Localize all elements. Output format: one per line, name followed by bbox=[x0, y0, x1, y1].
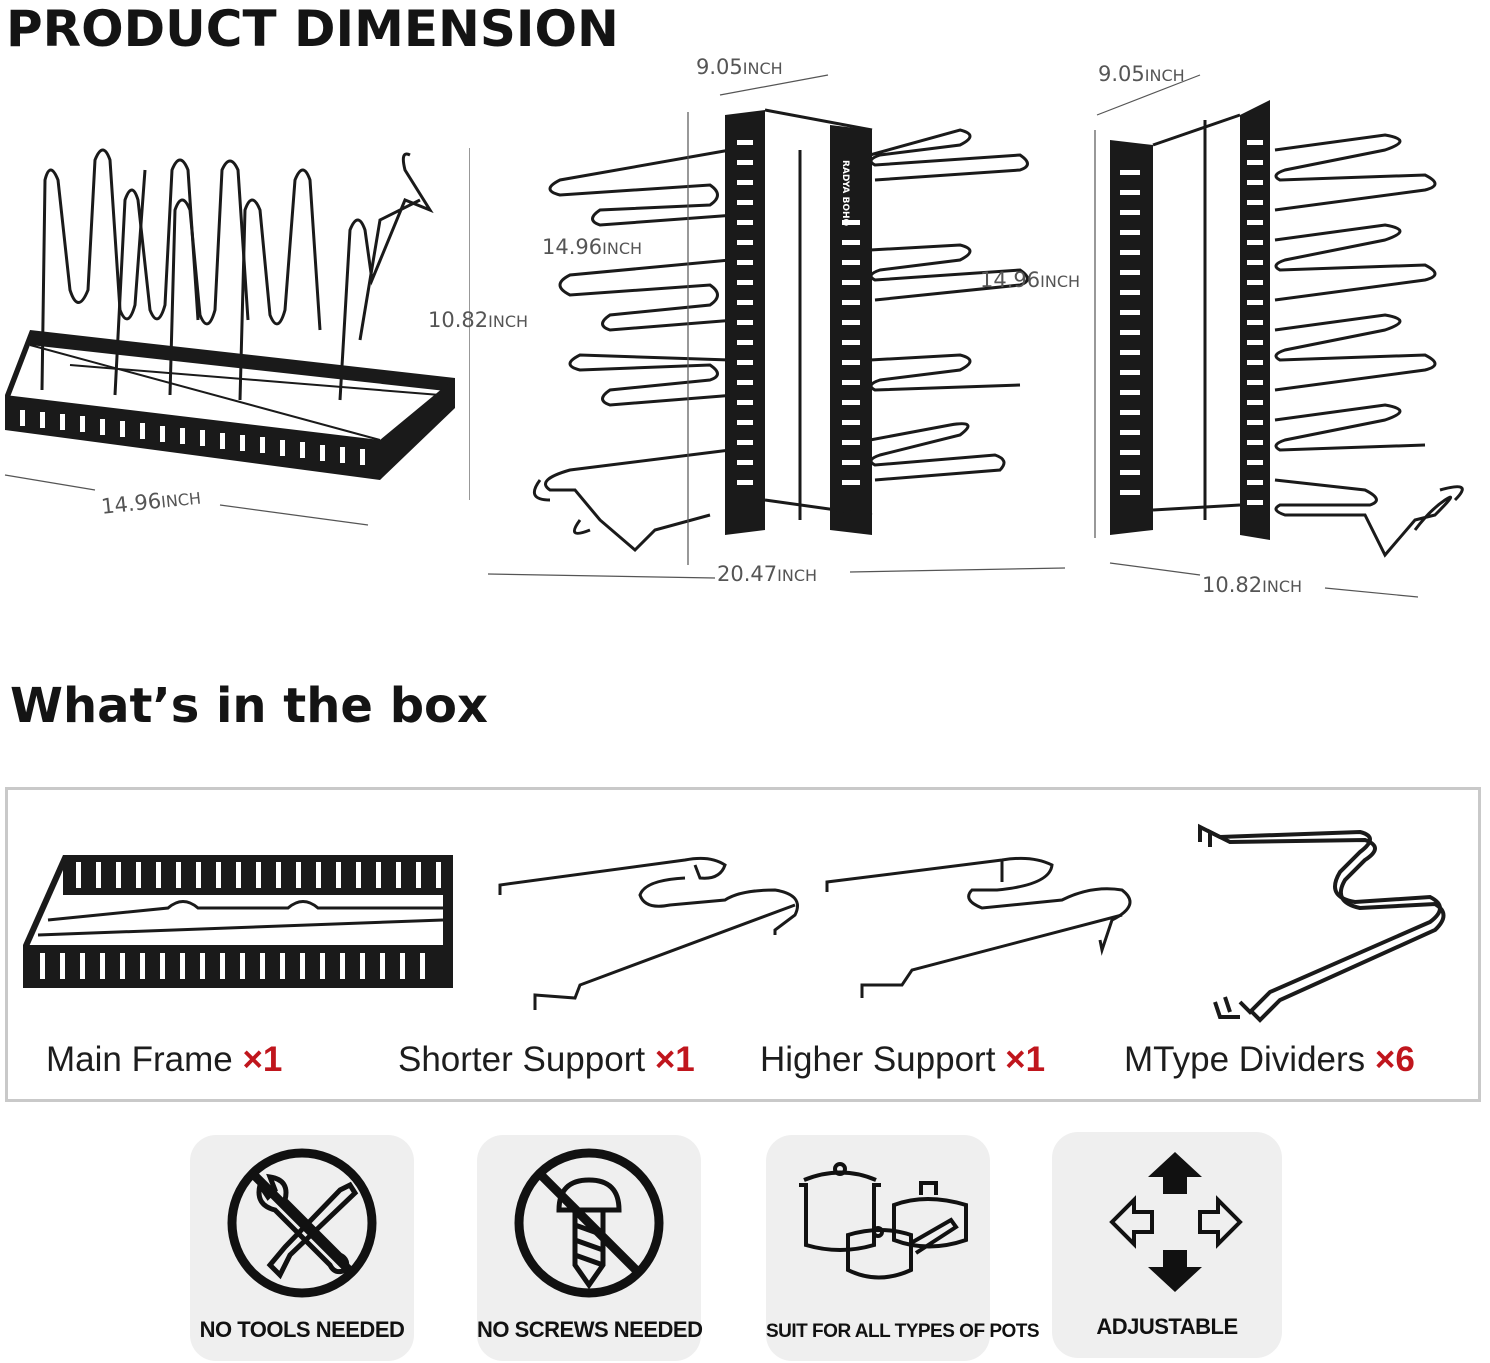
box-item-qty: ×1 bbox=[242, 1040, 283, 1079]
feature-label: ADJUSTABLE bbox=[1096, 1314, 1238, 1339]
higher-support-illustration bbox=[822, 850, 1142, 1010]
section-title-box: What’s in the box bbox=[10, 678, 488, 734]
feature-label: SUIT FOR ALL TYPES OF POTS bbox=[766, 1321, 1040, 1342]
feature-no-screws: NO SCREWS NEEDED bbox=[477, 1135, 703, 1361]
main-frame-illustration bbox=[18, 850, 458, 995]
feature-label: NO SCREWS NEEDED bbox=[477, 1317, 703, 1342]
box-contents-panel bbox=[5, 787, 1481, 1102]
box-item-label: Higher Support bbox=[760, 1040, 1006, 1079]
dim-view2-width: 20.47INCH bbox=[717, 562, 818, 586]
box-item-label: Main Frame bbox=[46, 1040, 243, 1079]
adjustable-arrows-icon bbox=[1052, 1132, 1282, 1312]
no-screws-icon bbox=[477, 1135, 701, 1315]
box-item-mtype-dividers: MType Dividers ×6 bbox=[1124, 1040, 1415, 1080]
box-item-qty: ×1 bbox=[1005, 1040, 1046, 1079]
dim-view3-width: 10.82INCH bbox=[1202, 573, 1303, 597]
shorter-support-illustration bbox=[495, 850, 805, 1020]
feature-adjustable: ADJUSTABLE bbox=[1052, 1132, 1282, 1358]
box-item-qty: ×6 bbox=[1374, 1040, 1415, 1079]
box-item-shorter-support: Shorter Support ×1 bbox=[398, 1040, 695, 1080]
dim-view2-depth: 9.05INCH bbox=[696, 55, 783, 79]
box-item-label: MType Dividers bbox=[1124, 1040, 1375, 1079]
dim-view2-height: 14.96INCH bbox=[542, 235, 643, 259]
feature-all-pots: SUIT FOR ALL TYPES OF POTS bbox=[766, 1135, 1040, 1361]
rack-horizontal-illustration bbox=[0, 140, 470, 540]
dim-view1-height: 10.82INCH bbox=[428, 308, 529, 332]
pots-icon bbox=[766, 1135, 990, 1315]
box-item-label: Shorter Support bbox=[398, 1040, 655, 1079]
box-item-qty: ×1 bbox=[654, 1040, 695, 1079]
section-title-dimension: PRODUCT DIMENSION bbox=[6, 0, 619, 58]
rack-side-illustration bbox=[1085, 60, 1475, 610]
dim-view3-height: 14.96INCH bbox=[980, 268, 1081, 292]
feature-label: NO TOOLS NEEDED bbox=[199, 1317, 405, 1342]
box-item-higher-support: Higher Support ×1 bbox=[760, 1040, 1045, 1080]
rack-vertical-illustration: RADYA BOHO bbox=[480, 60, 1080, 590]
brand-mark: RADYA BOHO bbox=[840, 160, 850, 227]
box-item-main-frame: Main Frame ×1 bbox=[46, 1040, 282, 1080]
feature-no-tools: NO TOOLS NEEDED bbox=[190, 1135, 414, 1361]
mtype-dividers-illustration bbox=[1190, 822, 1450, 1032]
dim-view3-depth: 9.05INCH bbox=[1098, 62, 1185, 86]
no-tools-icon bbox=[190, 1135, 414, 1315]
